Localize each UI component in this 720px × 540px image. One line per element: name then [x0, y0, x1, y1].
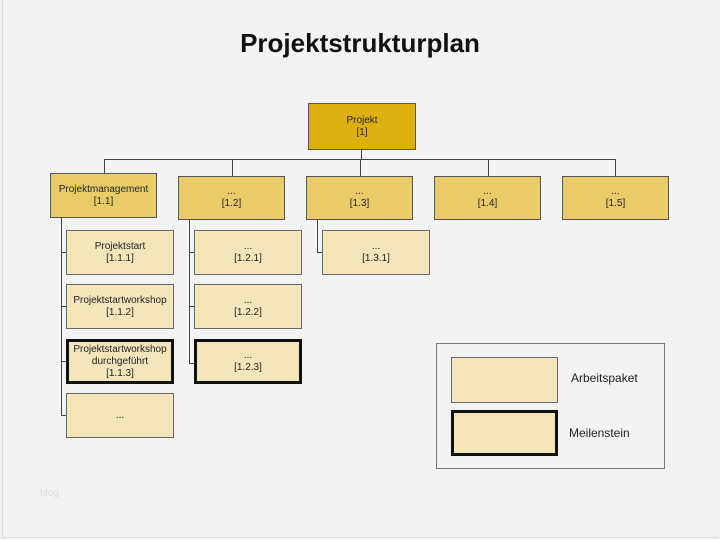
- node-code: [1.2.2]: [234, 306, 262, 318]
- connector: [361, 149, 362, 159]
- node-label: Projektmanagement: [58, 183, 149, 195]
- wbs-node-1-3-1[interactable]: ...[1.3.1]: [322, 230, 430, 275]
- node-code: [1.1.3]: [106, 367, 134, 379]
- node-label: ...: [355, 186, 364, 197]
- wbs-node-1-1[interactable]: Projektmanagement[1.1]: [50, 173, 157, 218]
- node-label: ...: [243, 294, 253, 306]
- node-label: ...: [371, 240, 381, 252]
- legend-work-package-label: Arbeitspaket: [571, 371, 638, 385]
- wbs-milestone-1-2-3[interactable]: ...[1.2.3]: [194, 339, 302, 384]
- node-code: [1.2]: [221, 198, 242, 209]
- connector: [488, 159, 489, 176]
- legend: [436, 343, 665, 469]
- connector: [61, 217, 62, 415]
- connector: [61, 361, 67, 362]
- node-label: ...: [115, 409, 125, 421]
- watermark: blog: [40, 488, 59, 499]
- connector: [61, 415, 67, 416]
- wbs-node-1-1-1[interactable]: Projektstart[1.1.1]: [66, 230, 174, 275]
- wbs-milestone-1-1-3[interactable]: Projektstartworkshop durchgeführt[1.1.3]: [66, 339, 174, 384]
- connector: [61, 306, 67, 307]
- connector: [189, 306, 195, 307]
- node-code: [1.2.3]: [234, 361, 262, 373]
- connector: [317, 252, 323, 253]
- wbs-node-1-1-2[interactable]: Projektstartworkshop[1.1.2]: [66, 284, 174, 329]
- wbs-root-node[interactable]: Projekt[1]: [308, 103, 416, 150]
- legend-milestone-swatch: [451, 410, 558, 456]
- wbs-node-1-1-more[interactable]: ...: [66, 393, 174, 438]
- node-label: Projekt: [346, 114, 378, 126]
- wbs-node-1-2-1[interactable]: ...[1.2.1]: [194, 230, 302, 275]
- connector: [104, 159, 105, 173]
- node-code: [1.4]: [477, 198, 498, 209]
- legend-milestone-label: Meilenstein: [569, 426, 630, 440]
- connector: [189, 363, 195, 364]
- connector: [615, 159, 616, 176]
- node-label: Projektstart: [94, 240, 146, 252]
- node-code: [1.5]: [605, 198, 626, 209]
- connector: [360, 159, 361, 176]
- node-label: ...: [227, 186, 236, 197]
- wbs-node-1-5[interactable]: ...[1.5]: [562, 176, 669, 220]
- node-code: [1.1.2]: [106, 306, 134, 318]
- node-code: [1.1.1]: [106, 252, 134, 264]
- node-code: [1]: [356, 126, 368, 138]
- node-code: [1.1]: [93, 195, 114, 207]
- connector: [189, 219, 190, 363]
- connector: [189, 252, 195, 253]
- connector: [232, 159, 233, 176]
- wbs-node-1-2[interactable]: ...[1.2]: [178, 176, 285, 220]
- connector: [317, 219, 318, 253]
- wbs-node-1-3[interactable]: ...[1.3]: [306, 176, 413, 220]
- node-code: [1.3]: [349, 198, 370, 209]
- node-label: Projektstartworkshop durchgeführt: [73, 343, 167, 367]
- node-label: ...: [243, 349, 253, 361]
- node-code: [1.3.1]: [362, 252, 390, 264]
- wbs-node-1-4[interactable]: ...[1.4]: [434, 176, 541, 220]
- node-label: ...: [483, 186, 492, 197]
- connector: [61, 252, 67, 253]
- node-code: [1.2.1]: [234, 252, 262, 264]
- legend-work-package-swatch: [451, 357, 558, 403]
- node-label: ...: [243, 240, 253, 252]
- node-label: Projektstartworkshop: [73, 294, 167, 306]
- page-title: Projektstrukturplan: [240, 28, 480, 58]
- node-label: ...: [611, 186, 620, 197]
- wbs-node-1-2-2[interactable]: ...[1.2.2]: [194, 284, 302, 329]
